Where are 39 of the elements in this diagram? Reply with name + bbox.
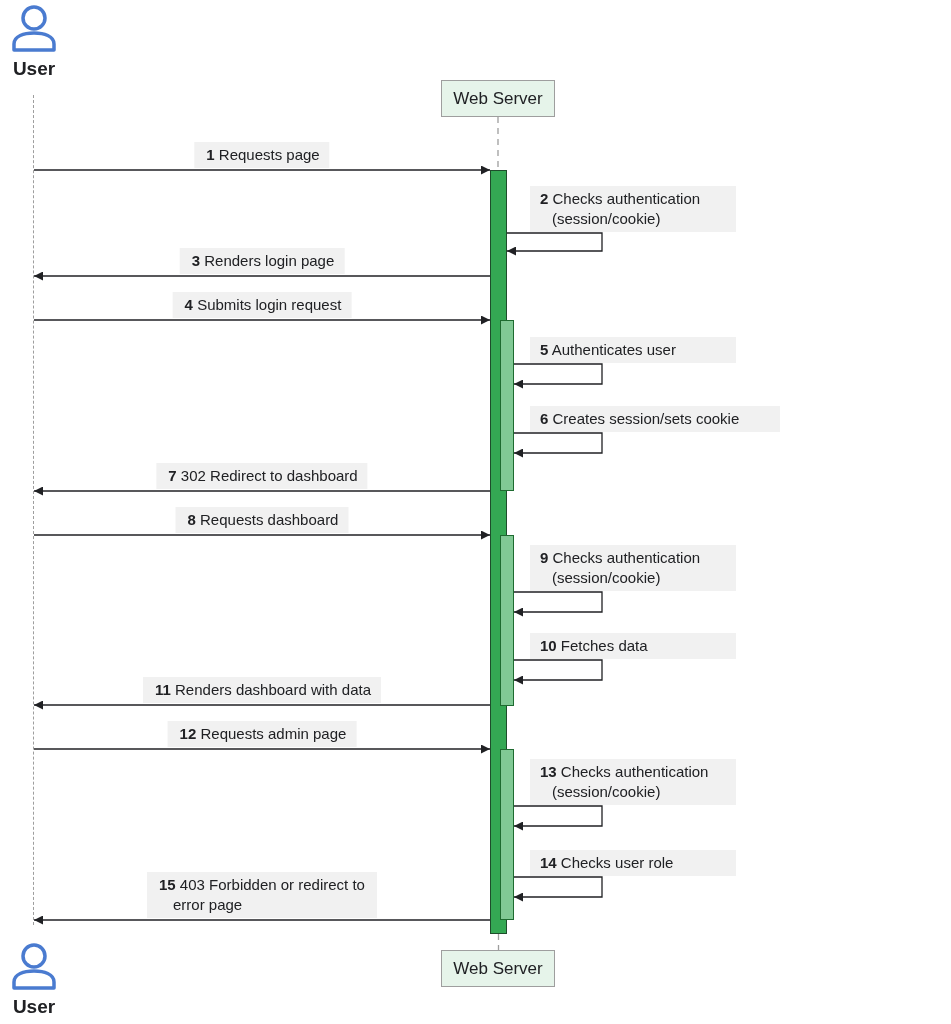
message-arrow bbox=[33, 165, 491, 175]
message-label: 2 Checks authentication (session/cookie) bbox=[530, 186, 736, 232]
message-label: 1 Requests page bbox=[194, 142, 330, 168]
message-label: 9 Checks authentication (session/cookie) bbox=[530, 545, 736, 591]
message-arrow bbox=[33, 530, 491, 540]
self-message-arrow bbox=[513, 659, 603, 685]
actor-label: User bbox=[11, 996, 57, 1018]
message-label: 15 403 Forbidden or redirect to error page bbox=[147, 872, 377, 918]
message-label: 13 Checks authentication (session/cookie) bbox=[530, 759, 736, 805]
message-label: 7 302 Redirect to dashboard bbox=[156, 463, 368, 489]
message-arrow bbox=[33, 744, 491, 754]
activation-bar bbox=[500, 320, 514, 491]
self-message-arrow bbox=[506, 232, 603, 256]
message-label: 12 Requests admin page bbox=[167, 721, 357, 747]
message-label: 5 Authenticates user bbox=[530, 337, 736, 363]
activation-bar bbox=[500, 749, 514, 920]
self-message-arrow bbox=[513, 591, 603, 617]
self-message-arrow bbox=[513, 432, 603, 458]
self-message-arrow bbox=[513, 805, 603, 831]
message-label: 6 Creates session/sets cookie bbox=[530, 406, 780, 432]
participant-box: Web Server bbox=[441, 950, 555, 987]
message-label: 14 Checks user role bbox=[530, 850, 736, 876]
lifeline bbox=[497, 933, 500, 951]
self-message-arrow bbox=[513, 876, 603, 902]
message-label: 8 Requests dashboard bbox=[175, 507, 349, 533]
message-arrow bbox=[33, 315, 491, 325]
participant-box: Web Server bbox=[441, 80, 555, 117]
self-message-arrow bbox=[513, 363, 603, 389]
lifeline bbox=[33, 95, 35, 925]
actor-label: User bbox=[11, 58, 57, 80]
message-arrow bbox=[33, 700, 491, 710]
message-arrow bbox=[33, 271, 491, 281]
message-label: 11 Renders dashboard with data bbox=[143, 677, 381, 703]
message-arrow bbox=[33, 486, 491, 496]
message-label: 10 Fetches data bbox=[530, 633, 736, 659]
message-label: 3 Renders login page bbox=[179, 248, 345, 274]
activation-bar bbox=[500, 535, 514, 706]
message-arrow bbox=[33, 915, 491, 925]
message-label: 4 Submits login request bbox=[172, 292, 352, 318]
